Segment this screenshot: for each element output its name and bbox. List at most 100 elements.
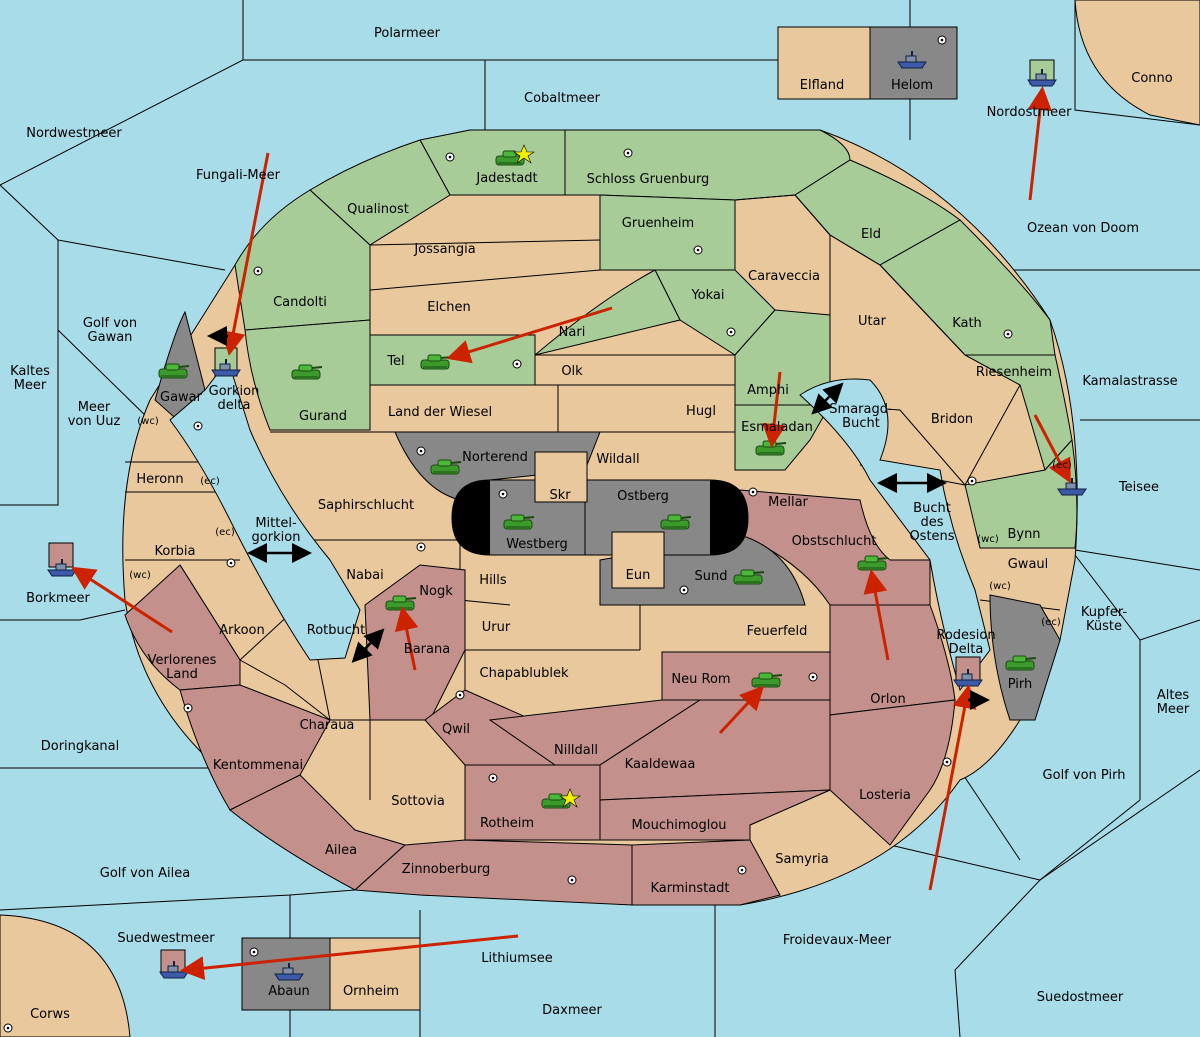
region-label: Sottovia bbox=[391, 794, 445, 809]
sea-label: Kupfer- bbox=[1081, 605, 1127, 620]
region-label: Qwil bbox=[442, 722, 470, 737]
supply-center-icon bbox=[183, 703, 193, 713]
region-label: Samyria bbox=[775, 852, 829, 867]
capital-star-icon bbox=[559, 788, 581, 808]
sea-label: Borkmeer bbox=[26, 591, 90, 606]
supply-center-icon bbox=[455, 690, 465, 700]
elfland-region[interactable] bbox=[777, 26, 871, 100]
central-island bbox=[451, 479, 749, 556]
west-tunnel bbox=[452, 480, 490, 555]
sea-label: Rodesion bbox=[936, 628, 995, 643]
sea-label: von Uuz bbox=[68, 414, 121, 429]
sea-label: Meer bbox=[1157, 702, 1190, 717]
amphi-region[interactable] bbox=[734, 309, 831, 406]
sea-label: Suedwestmeer bbox=[117, 931, 215, 946]
east-tunnel bbox=[710, 480, 748, 555]
coast-label: (ec) bbox=[1041, 617, 1061, 628]
supply-center-icon bbox=[416, 446, 426, 456]
coast-label: (ec) bbox=[200, 476, 220, 487]
supply-center-icon bbox=[942, 757, 952, 767]
region-label: Karminstadt bbox=[650, 881, 729, 896]
sea-label: Golf von Ailea bbox=[100, 866, 190, 881]
candolti-region[interactable] bbox=[234, 189, 371, 331]
region-label: Ailea bbox=[325, 843, 357, 858]
region-label: Schloss Gruenburg bbox=[587, 172, 710, 187]
region-label: Skr bbox=[549, 488, 571, 503]
region-label: Urur bbox=[482, 620, 511, 635]
sea-label: Froidevaux-Meer bbox=[783, 933, 892, 948]
sea-label: Suedostmeer bbox=[1037, 990, 1124, 1005]
region-label: Gruenheim bbox=[622, 216, 694, 231]
region-label: Helom bbox=[891, 78, 933, 93]
land-labels: Conno Elfland Helom Corws Abaun Ornheim … bbox=[30, 71, 1173, 1022]
supply-center-icon bbox=[967, 476, 977, 486]
region-label: Eun bbox=[626, 568, 651, 583]
region-label: Utar bbox=[858, 314, 887, 329]
sea-label: Daxmeer bbox=[542, 1003, 602, 1018]
qualinost-region[interactable] bbox=[309, 139, 451, 246]
supply-center-icon bbox=[808, 672, 818, 682]
supply-center-icon bbox=[488, 773, 498, 783]
bynn-region[interactable] bbox=[964, 438, 1078, 549]
region-label: Korbia bbox=[154, 544, 195, 559]
verlorenes-region[interactable] bbox=[124, 564, 241, 691]
mouchimoglou-region[interactable] bbox=[599, 789, 831, 841]
sea-label: Ozean von Doom bbox=[1027, 221, 1139, 236]
norterend-region[interactable] bbox=[394, 431, 601, 501]
coast-label: (wc) bbox=[977, 534, 999, 545]
sea-label: gorkion bbox=[252, 530, 301, 545]
sea-label: Küste bbox=[1086, 619, 1122, 634]
red-territories bbox=[124, 489, 956, 906]
region-label: Wildall bbox=[596, 452, 639, 467]
supply-center-icon bbox=[226, 558, 236, 568]
region-label: Pirh bbox=[1008, 677, 1033, 692]
region-label: Amphi bbox=[747, 383, 789, 398]
region-label: Saphirschlucht bbox=[318, 498, 414, 513]
region-label: Barana bbox=[404, 642, 450, 657]
eun-region[interactable] bbox=[611, 531, 665, 589]
sea-label: Nordwestmeer bbox=[26, 126, 122, 141]
region-label: Arkoon bbox=[219, 623, 264, 638]
sea-label: Teisee bbox=[1118, 480, 1159, 495]
conno-region[interactable] bbox=[1074, 0, 1200, 126]
region-label: Abaun bbox=[268, 984, 310, 999]
region-label: Land der Wiesel bbox=[388, 405, 492, 420]
region-label: Yokai bbox=[690, 288, 724, 303]
sea-label: Lithiumsee bbox=[481, 951, 552, 966]
gruenheim-region[interactable] bbox=[599, 194, 736, 271]
sea-label: Doringkanal bbox=[41, 739, 120, 754]
sea-label: Mittel- bbox=[255, 516, 297, 531]
supply-center-icon bbox=[567, 875, 577, 885]
supply-center-icon bbox=[512, 359, 522, 369]
supply-center-icon bbox=[445, 152, 455, 162]
sea-label: Meer bbox=[14, 378, 47, 393]
sea-label: Altes bbox=[1157, 688, 1190, 703]
region-label: Esmaladan bbox=[741, 420, 813, 435]
karminstadt-region[interactable] bbox=[631, 839, 781, 906]
sea-label: Kamalastrasse bbox=[1082, 374, 1177, 389]
region-label: Ornheim bbox=[343, 984, 399, 999]
region-label: Jadestadt bbox=[475, 171, 537, 186]
region-label: Olk bbox=[561, 364, 583, 379]
nari-region[interactable] bbox=[534, 269, 681, 356]
sea-label: Gorkion bbox=[209, 384, 260, 399]
sea-label: Bucht bbox=[913, 501, 951, 516]
passage-arrows bbox=[207, 326, 990, 710]
region-label: Riesenheim bbox=[976, 365, 1052, 380]
region-label: Corws bbox=[30, 1007, 70, 1022]
supply-center-icon bbox=[737, 865, 747, 875]
sea-label: Cobaltmeer bbox=[524, 91, 601, 106]
region-label: Verlorenes bbox=[148, 653, 217, 668]
sea-label: Meer bbox=[78, 400, 111, 415]
supply-center-icon bbox=[937, 35, 947, 45]
corws-region[interactable] bbox=[0, 914, 131, 1037]
region-label: Kentommenai bbox=[213, 758, 303, 773]
skr-region[interactable] bbox=[534, 451, 588, 503]
supply-center-icon bbox=[498, 489, 508, 499]
region-label: Westberg bbox=[506, 537, 568, 552]
kath-region[interactable] bbox=[879, 219, 1056, 356]
region-label: Zinnoberburg bbox=[402, 862, 490, 877]
region-label: Nilldall bbox=[554, 743, 598, 758]
coast-label: (ec) bbox=[1052, 460, 1072, 471]
